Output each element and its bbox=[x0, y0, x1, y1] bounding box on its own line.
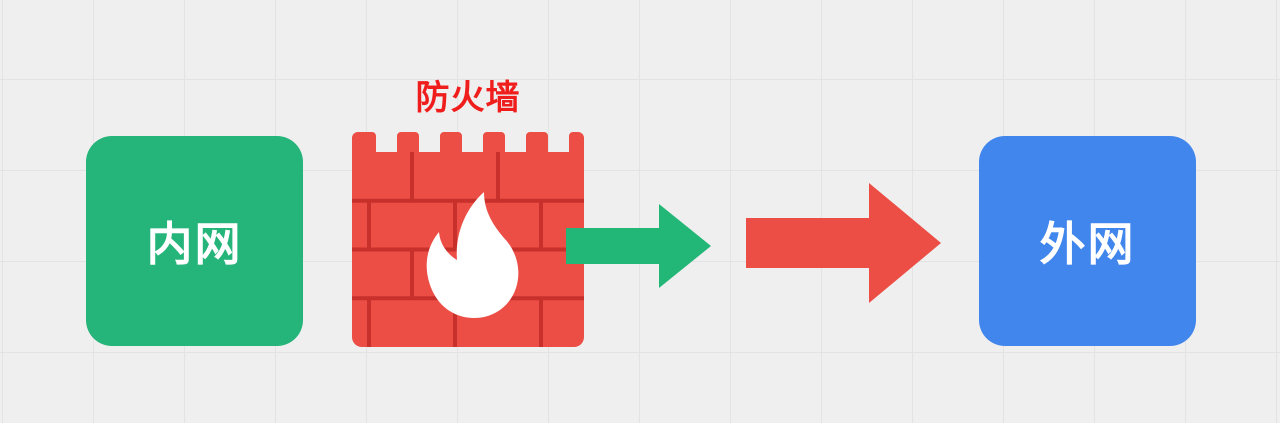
internet-label: 外网 bbox=[1039, 217, 1136, 271]
green-arrow-shape bbox=[566, 204, 711, 288]
firewall-title: 防火墙 bbox=[415, 78, 521, 118]
internet-box: 外网 bbox=[979, 136, 1196, 346]
firewall-icon bbox=[352, 132, 584, 347]
flame-icon bbox=[426, 192, 519, 318]
red-arrow-shape bbox=[746, 183, 941, 303]
intranet-box: 内网 bbox=[86, 136, 303, 346]
green-arrow bbox=[566, 204, 711, 288]
red-arrow bbox=[746, 183, 941, 303]
intranet-label: 内网 bbox=[146, 217, 243, 271]
